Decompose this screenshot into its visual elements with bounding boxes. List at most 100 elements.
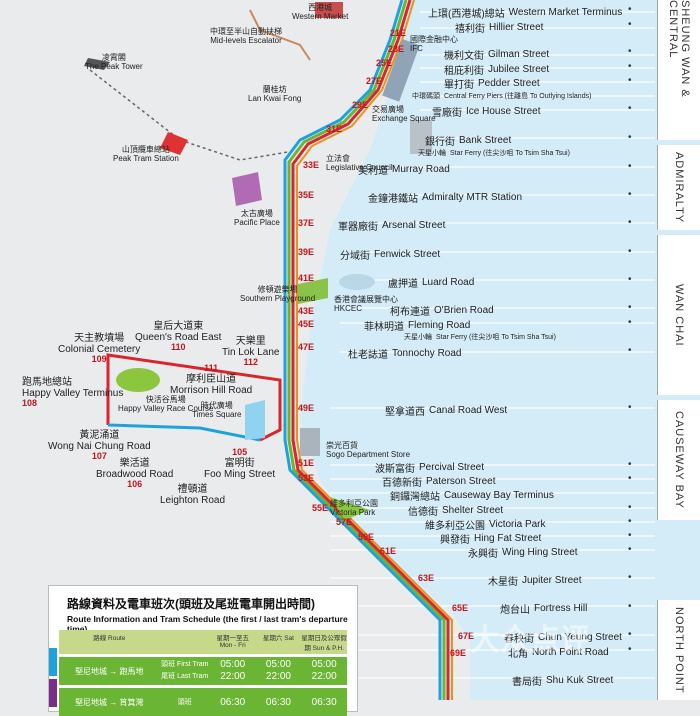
district-admiralty: ADMIRALTY [657, 145, 700, 230]
western-market-icon [315, 2, 343, 18]
stop-code: 27E [366, 76, 383, 86]
tram-route-map: SHEUNG WAN & CENTRAL ADMIRALTY WAN CHAI … [22, 0, 700, 700]
stop-code: 35E [298, 190, 315, 200]
stop-code: 45E [298, 319, 315, 329]
exchange-square-icon [410, 120, 432, 154]
harbour-background [84, 0, 700, 700]
victoria-park-icon [330, 497, 370, 520]
stop-code: 23E [388, 44, 405, 54]
stop-code: 51E [298, 458, 315, 468]
stop-code: 25E [376, 58, 393, 68]
stop-code: 49E [298, 403, 315, 413]
stop-code: 69E [450, 648, 467, 658]
stop-code: 57E [336, 517, 353, 527]
schedule-panel: 路線資料及電車班次(頭班及尾班電車開出時間) Route Information… [48, 585, 358, 716]
stop-code: 53E [298, 473, 315, 483]
stop-code: 41E [298, 273, 315, 283]
peak-tower-icon [84, 58, 110, 70]
route-name: 堅尼地城 → 筲箕灣 [75, 697, 144, 707]
route-name: 堅尼地城 → 跑馬地 [75, 666, 144, 676]
schedule-header-row: 路線 Route 星期一至五 Mon - Fri 星期六 Sat 星期日及公眾假… [59, 630, 347, 654]
schedule-subtitle: Route Information and Tram Schedule (the… [67, 614, 348, 634]
stop-code: 55E [312, 503, 329, 513]
times-square-icon [245, 400, 265, 440]
southern-playground-icon [298, 278, 328, 304]
schedule-title: 路線資料及電車班次(頭班及尾班電車開出時間) [67, 597, 315, 611]
stop-code: 33E [303, 160, 320, 170]
schedule-table: 路線 Route 星期一至五 Mon - Fri 星期六 Sat 星期日及公眾假… [59, 630, 347, 716]
stop-code: 65E [452, 603, 469, 613]
stop-code: 43E [298, 306, 315, 316]
sogo-icon [300, 428, 320, 456]
stop-code: 21E [390, 28, 407, 38]
district-wan-chai: WAN CHAI [657, 235, 700, 395]
stop-code: 67E [458, 631, 475, 641]
racecourse-icon [116, 368, 160, 392]
district-causeway-bay: CAUSEWAY BAY [657, 400, 700, 520]
pacific-place-icon [232, 172, 262, 206]
hkcec-icon [339, 274, 375, 290]
stop-code: 31E [326, 124, 343, 134]
peak-tram-icon [160, 132, 188, 155]
stop-code: 29E [352, 100, 369, 110]
stop-code: 47E [298, 342, 315, 352]
stop-code: 61E [380, 546, 397, 556]
schedule-row: 堅尼地城 → 筲箕灣 頭班 06:30 06:30 06:30 [59, 688, 347, 716]
watermark: 大众点评 [470, 624, 590, 657]
district-north-point: NORTH POINT [657, 600, 700, 700]
stop-code: 39E [298, 247, 315, 257]
